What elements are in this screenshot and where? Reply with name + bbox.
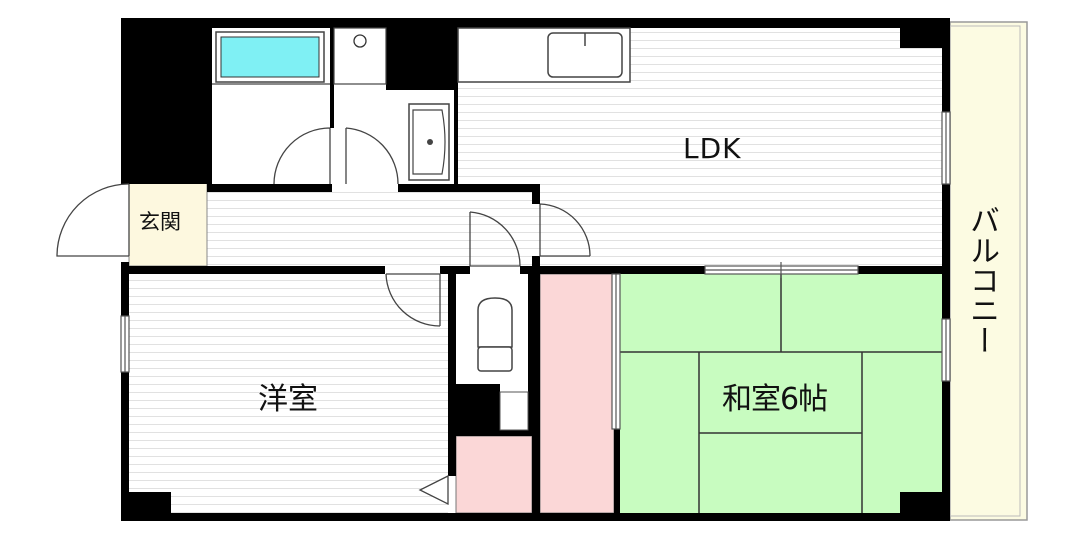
ldk-label: LDK [683,132,742,165]
bathtub-water [220,36,320,78]
tatami-mats [620,274,942,513]
genkan-label: 玄関 [139,210,181,234]
toilet-bowl-icon [477,297,513,348]
western-room-floor [129,274,448,513]
sliding-doors [611,262,859,430]
swing-doors [56,127,591,506]
balcony-area [949,21,1028,521]
toilet-tank-icon [477,346,513,372]
hallway-floor [207,192,532,266]
japanese-room-label: 和室6帖 [722,382,828,417]
western-room-label: 洋室 [258,382,318,417]
windows [120,111,951,382]
balcony-label: バルコニー [964,205,999,355]
closet-center [539,273,615,514]
walls [121,18,950,521]
drain-icon [353,34,367,48]
closet-small [455,435,533,514]
